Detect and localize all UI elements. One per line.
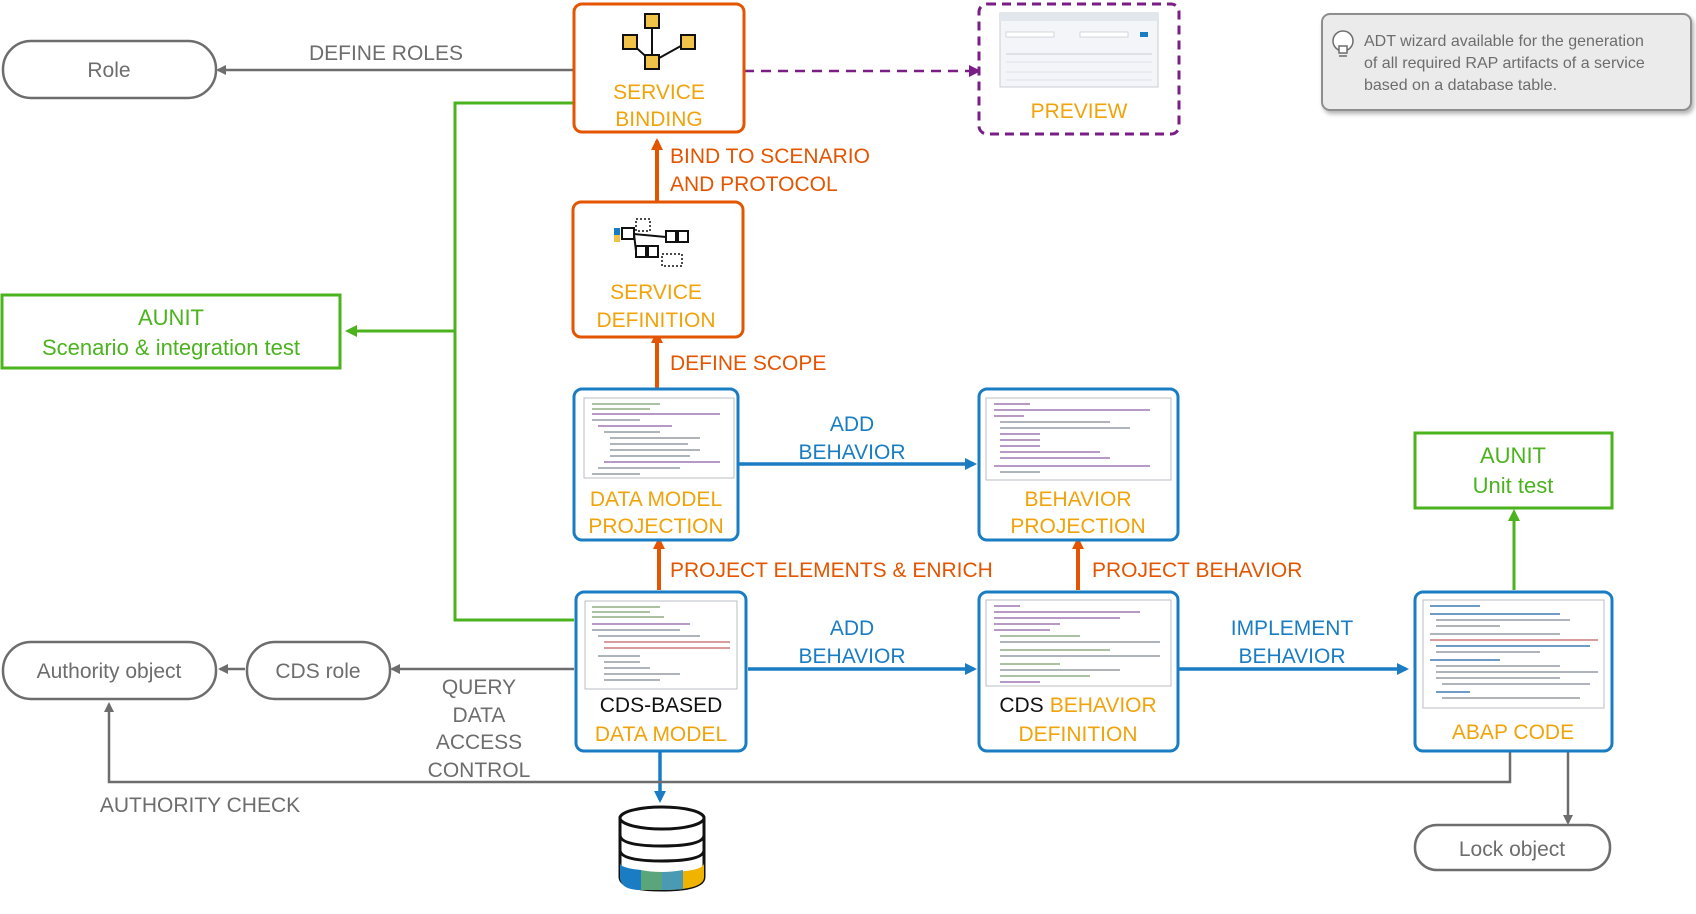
data-model-projection-line1: DATA MODEL: [590, 488, 722, 511]
define-roles-label: DEFINE ROLES: [309, 42, 463, 65]
network-icon: [622, 13, 696, 70]
cds-role-node: CDS role: [245, 640, 392, 701]
cds-behavior-prefix: CDS: [999, 694, 1043, 717]
authority-check-label: AUTHORITY CHECK: [100, 794, 300, 817]
query-label-line2: DATA: [453, 704, 506, 727]
query-label-line4: CONTROL: [428, 759, 531, 782]
project-behavior-label: PROJECT BEHAVIOR: [1092, 559, 1302, 582]
behavior-projection-line2: PROJECTION: [1010, 515, 1145, 538]
cds-data-model-node: CDS-BASED DATA MODEL: [574, 590, 748, 753]
bind-label-line2: AND PROTOCOL: [670, 173, 838, 196]
service-definition-node: SERVICE DEFINITION: [571, 200, 745, 339]
define-scope-label: DEFINE SCOPE: [670, 352, 826, 375]
database-icon: [618, 805, 706, 892]
lock-object-node: Lock object: [1413, 823, 1612, 872]
abap-code-node: ABAP CODE: [1413, 590, 1614, 753]
aunit-scenario-connector: [453, 101, 574, 622]
cds-role-label: CDS role: [275, 660, 360, 683]
service-definition-line1: SERVICE: [610, 281, 702, 304]
cds-behavior-definition-node: CDS BEHAVIOR DEFINITION: [977, 590, 1180, 753]
service-binding-line1: SERVICE: [613, 81, 705, 104]
aunit-unit-line2: Unit test: [1473, 473, 1554, 498]
query-label-line1: QUERY: [442, 676, 516, 699]
code-thumbnail: [583, 397, 735, 479]
cds-behavior-definition-line1: CDS BEHAVIOR: [999, 694, 1156, 717]
implement-behavior-line1: IMPLEMENT: [1231, 617, 1354, 640]
cds-behavior-word: BEHAVIOR: [1050, 694, 1157, 717]
preview-thumbnail: [999, 12, 1159, 88]
authority-check-connector: [104, 702, 1512, 784]
data-model-projection-node: DATA MODEL PROJECTION: [572, 387, 740, 542]
authority-object-label: Authority object: [37, 660, 182, 683]
add-behavior-top-line1: ADD: [830, 413, 874, 436]
aunit-unit-node: AUNIT Unit test: [1413, 431, 1614, 510]
role-label: Role: [87, 59, 130, 82]
lock-object-label: Lock object: [1459, 838, 1565, 861]
cds-data-model-line2: DATA MODEL: [595, 723, 727, 746]
aunit-scenario-node: AUNIT Scenario & integration test: [0, 293, 342, 370]
preview-label: PREVIEW: [1031, 100, 1128, 123]
service-binding-node: SERVICE BINDING: [572, 2, 746, 134]
behavior-projection-node: BEHAVIOR PROJECTION: [977, 387, 1180, 542]
service-definition-icon: [614, 218, 689, 267]
service-definition-line2: DEFINITION: [597, 309, 716, 332]
behavior-projection-line1: BEHAVIOR: [1025, 488, 1132, 511]
code-thumbnail: [985, 599, 1172, 687]
note-line3: based on a database table.: [1364, 77, 1557, 94]
aunit-unit-line1: AUNIT: [1480, 443, 1546, 468]
cds-behavior-definition-line2: DEFINITION: [1019, 723, 1138, 746]
service-binding-line2: BINDING: [615, 108, 703, 131]
adt-wizard-note: ADT wizard available for the generation …: [1321, 13, 1692, 111]
abap-code-label: ABAP CODE: [1452, 721, 1574, 744]
code-thumbnail: [584, 600, 738, 690]
note-line2: of all required RAP artifacts of a servi…: [1364, 55, 1645, 72]
bind-label-line1: BIND TO SCENARIO: [670, 145, 870, 168]
aunit-scenario-line2: Scenario & integration test: [42, 335, 300, 360]
code-thumbnail: [1422, 599, 1605, 709]
query-label-line3: ACCESS: [436, 731, 522, 754]
cds-data-model-line1: CDS-BASED: [600, 694, 723, 717]
implement-behavior-line2: BEHAVIOR: [1239, 645, 1346, 668]
role-node: Role: [1, 39, 218, 100]
code-thumbnail: [985, 397, 1172, 481]
add-behavior-bottom-line1: ADD: [830, 617, 874, 640]
data-model-projection-line2: PROJECTION: [588, 515, 723, 538]
add-behavior-top-line2: BEHAVIOR: [799, 441, 906, 464]
bulb-icon: [1332, 30, 1354, 57]
project-elements-label: PROJECT ELEMENTS & ENRICH: [670, 559, 993, 582]
note-line1: ADT wizard available for the generation: [1364, 33, 1644, 50]
preview-node: PREVIEW: [977, 2, 1181, 136]
aunit-scenario-line1: AUNIT: [138, 305, 204, 330]
authority-object-node: Authority object: [1, 640, 218, 701]
add-behavior-bottom-line2: BEHAVIOR: [799, 645, 906, 668]
